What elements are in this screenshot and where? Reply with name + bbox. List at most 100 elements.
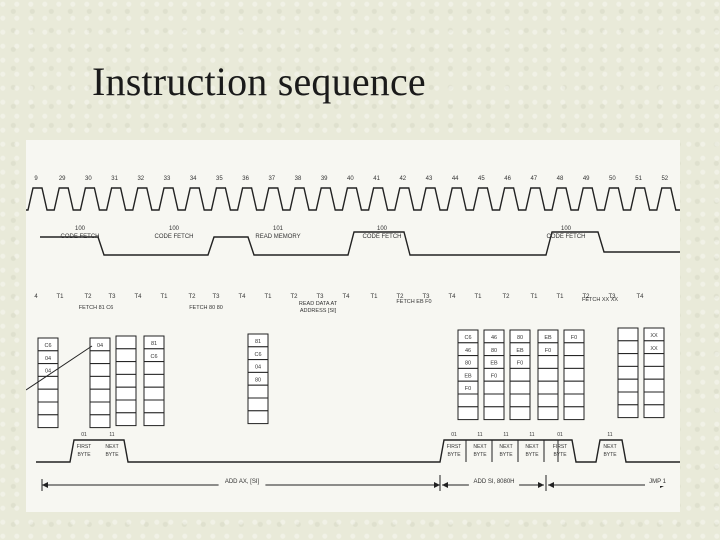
clock-number: 41	[373, 176, 380, 182]
clock-number: 33	[164, 176, 171, 182]
queue-cell	[617, 365, 639, 380]
status-label: FIRST	[553, 444, 567, 450]
queue-byte: EB	[516, 348, 524, 354]
queue-cell	[643, 365, 665, 380]
clock-number: 43	[426, 176, 433, 182]
clock-number: 31	[111, 176, 118, 182]
arrow-head	[42, 482, 48, 488]
t-state: T1	[556, 294, 564, 300]
queue-byte: F0	[517, 361, 523, 367]
clock-number: 47	[530, 176, 537, 182]
clock-number: 51	[635, 176, 642, 182]
queue-cell	[509, 393, 531, 408]
queue-cell	[143, 373, 165, 388]
queue-cell	[115, 399, 137, 414]
queue-byte: XX	[650, 346, 658, 352]
status-label: BYTE	[603, 452, 617, 458]
fetch-label: FETCH EB F0	[396, 299, 431, 305]
queue-byte: 04	[45, 369, 51, 375]
t-state: T3	[212, 294, 220, 300]
queue-cell	[89, 363, 111, 377]
queue-cell	[483, 406, 505, 421]
queue-cell	[143, 386, 165, 401]
t-state: T4	[238, 294, 246, 300]
status-label: NEXT	[473, 444, 486, 450]
queue-byte: 04	[45, 356, 51, 362]
t-state: T3	[608, 294, 616, 300]
queue-cell	[115, 361, 137, 375]
queue-byte: 04	[97, 343, 103, 349]
queue-byte: F0	[571, 335, 577, 341]
bus-cycle-name: CODE FETCH	[155, 234, 194, 240]
t-state: T2	[290, 294, 298, 300]
queue-cell	[617, 327, 639, 342]
queue-cell	[457, 406, 479, 421]
bus-cycle-name: CODE FETCH	[61, 234, 100, 240]
queue-byte: F0	[491, 373, 497, 379]
fetch-label: FETCH XX XX	[582, 297, 618, 303]
bus-cycle-name: CODE FETCH	[547, 234, 586, 240]
status-label: NEXT	[525, 444, 538, 450]
queue-cell	[617, 391, 639, 406]
queue-byte: 04	[255, 365, 261, 371]
queue-status-labels: 01FIRSTBYTE11NEXTBYTE01FIRSTBYTE11NEXTBY…	[77, 432, 617, 462]
t-state: T4	[342, 294, 350, 300]
queue-byte: EB	[464, 373, 472, 379]
status-label: BYTE	[105, 452, 119, 458]
queue-annotation-line	[26, 345, 93, 391]
queue-cell	[37, 388, 59, 403]
queue-cell	[115, 386, 137, 401]
bus-cycle-name: CODE FETCH	[363, 234, 402, 240]
clock-number: 37	[268, 176, 275, 182]
queue-cell	[483, 380, 505, 395]
queue-status-waveform	[36, 439, 680, 463]
t-state: T3	[108, 294, 116, 300]
queue-byte: 81	[151, 341, 157, 347]
clock-number: 49	[583, 176, 590, 182]
status-code: 11	[607, 432, 612, 438]
queue-byte: EB	[490, 361, 498, 367]
t-state: T4	[636, 294, 644, 300]
queue-cell	[617, 378, 639, 393]
status-code: 01	[81, 432, 87, 438]
queue-cell	[89, 414, 111, 429]
clock-number: 44	[452, 176, 459, 182]
clock-number: 42	[399, 176, 406, 182]
clock-number: 40	[347, 176, 354, 182]
status-label: NEXT	[105, 444, 118, 450]
queue-cell	[89, 388, 111, 403]
status-label: BYTE	[77, 452, 91, 458]
arrow-head	[442, 482, 448, 488]
queue-cell	[115, 373, 137, 388]
queue-cell	[37, 414, 59, 429]
status-label: BYTE	[447, 452, 461, 458]
status-code: 11	[503, 432, 508, 438]
clock-number: 30	[85, 176, 92, 182]
instruction-label: JMP 1	[649, 479, 667, 485]
bus-cycle-code: 100	[75, 226, 86, 232]
clock-number: 52	[661, 176, 668, 182]
instruction-label-bg	[468, 477, 520, 486]
t-state: T4	[448, 294, 456, 300]
queue-cell	[537, 355, 559, 369]
queue-cell	[643, 391, 665, 406]
t-state: T1	[264, 294, 272, 300]
bus-cycle-code: 101	[273, 226, 284, 232]
t-state: T2	[502, 294, 510, 300]
queue-cell	[617, 340, 639, 355]
queue-cell	[247, 384, 269, 399]
bus-cycle-code: 100	[169, 226, 180, 232]
slide-title: Instruction sequence	[92, 59, 426, 104]
status-label: NEXT	[603, 444, 616, 450]
clock-number: 29	[59, 176, 66, 182]
status-label: NEXT	[499, 444, 512, 450]
clock-number: 9	[34, 176, 38, 182]
queue-byte: 80	[491, 348, 497, 354]
instruction-label-bg	[218, 477, 266, 486]
